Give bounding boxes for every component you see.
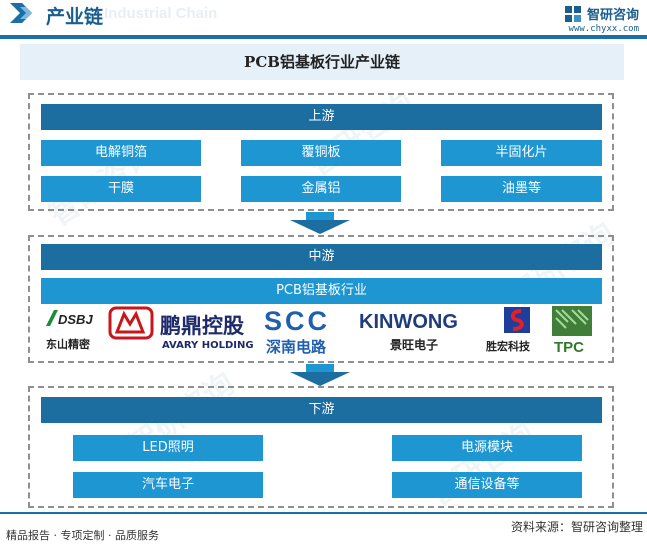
company-logo-avary: 鹏鼎控股 AVARY HOLDING bbox=[108, 306, 256, 354]
arrow-down-icon bbox=[290, 212, 350, 234]
header-title: 产业链 bbox=[46, 6, 104, 28]
upstream-item: 油墨等 bbox=[441, 176, 602, 202]
company-name: AVARY HOLDING bbox=[162, 340, 254, 351]
dsbj-logo-icon: DSBJ bbox=[46, 310, 93, 327]
company-name: 胜宏科技 bbox=[486, 340, 530, 353]
brand-url: www.chyxx.com bbox=[568, 24, 639, 34]
dsbj-logo-text: DSBJ bbox=[58, 312, 93, 327]
downstream-item: 电源模块 bbox=[392, 435, 582, 461]
company-name: 深南电路 bbox=[266, 338, 327, 356]
shengyi-logo-icon bbox=[504, 307, 530, 333]
footer-source: 资料来源：智研咨询整理 bbox=[510, 520, 643, 534]
upstream-label: 上游 bbox=[41, 104, 602, 130]
arrow-down-icon bbox=[290, 364, 350, 386]
downstream-item: LED照明 bbox=[73, 435, 263, 461]
brand-name: 智研咨询 bbox=[586, 8, 639, 23]
kinwong-logo-text: KINWONG bbox=[359, 311, 458, 333]
company-logo-dsbj: DSBJ 东山精密 bbox=[44, 306, 106, 354]
upstream-item: 覆铜板 bbox=[241, 140, 401, 166]
midstream-label: 中游 bbox=[41, 244, 602, 270]
header-accent-icon bbox=[10, 3, 32, 23]
company-logo-kinwong: KINWONG 景旺电子 bbox=[358, 306, 488, 354]
brand: 智研咨询 www.chyxx.com bbox=[564, 3, 639, 34]
footer-tagline: 精品报告 · 专项定制 · 品质服务 bbox=[6, 529, 159, 542]
downstream-item: 汽车电子 bbox=[73, 472, 263, 498]
kinwong-logo-icon: KINWONG bbox=[359, 311, 458, 333]
avary-logo-text: 鹏鼎控股 bbox=[160, 313, 244, 338]
downstream-label: 下游 bbox=[41, 397, 602, 423]
upstream-item: 金属铝 bbox=[241, 176, 401, 202]
midstream-section bbox=[28, 235, 614, 363]
scc-logo-icon: SCC bbox=[264, 306, 330, 334]
footer-divider bbox=[0, 512, 647, 514]
downstream-section bbox=[28, 386, 614, 508]
diagram-title: PCB铝基板行业产业链 bbox=[20, 44, 624, 80]
company-logo-tpc: TPC bbox=[552, 306, 596, 354]
downstream-item: 通信设备等 bbox=[392, 472, 582, 498]
company-logo-scc: SCC 深南电路 bbox=[262, 306, 350, 356]
company-logo-shengyi: 胜宏科技 bbox=[484, 306, 548, 354]
upstream-item: 电解铜箔 bbox=[41, 140, 201, 166]
upstream-item: 干膜 bbox=[41, 176, 201, 202]
midstream-industry: PCB铝基板行业 bbox=[41, 278, 602, 304]
header-watermark-text: Industrial Chain bbox=[104, 5, 218, 22]
company-name: 景旺电子 bbox=[390, 338, 439, 352]
tpc-logo-icon: TPC bbox=[552, 306, 592, 354]
upstream-item: 半固化片 bbox=[441, 140, 602, 166]
scc-logo-text: SCC bbox=[264, 306, 330, 334]
avary-logo-icon: 鹏鼎控股 bbox=[108, 306, 244, 340]
company-name: 东山精密 bbox=[46, 338, 90, 351]
brand-logo-icon bbox=[564, 5, 581, 22]
tpc-logo-text: TPC bbox=[554, 339, 584, 354]
upstream-section bbox=[28, 93, 614, 211]
header-divider bbox=[0, 35, 647, 39]
header: 产业链 Industrial Chain 智研咨询 www.chyxx.com bbox=[0, 0, 647, 39]
